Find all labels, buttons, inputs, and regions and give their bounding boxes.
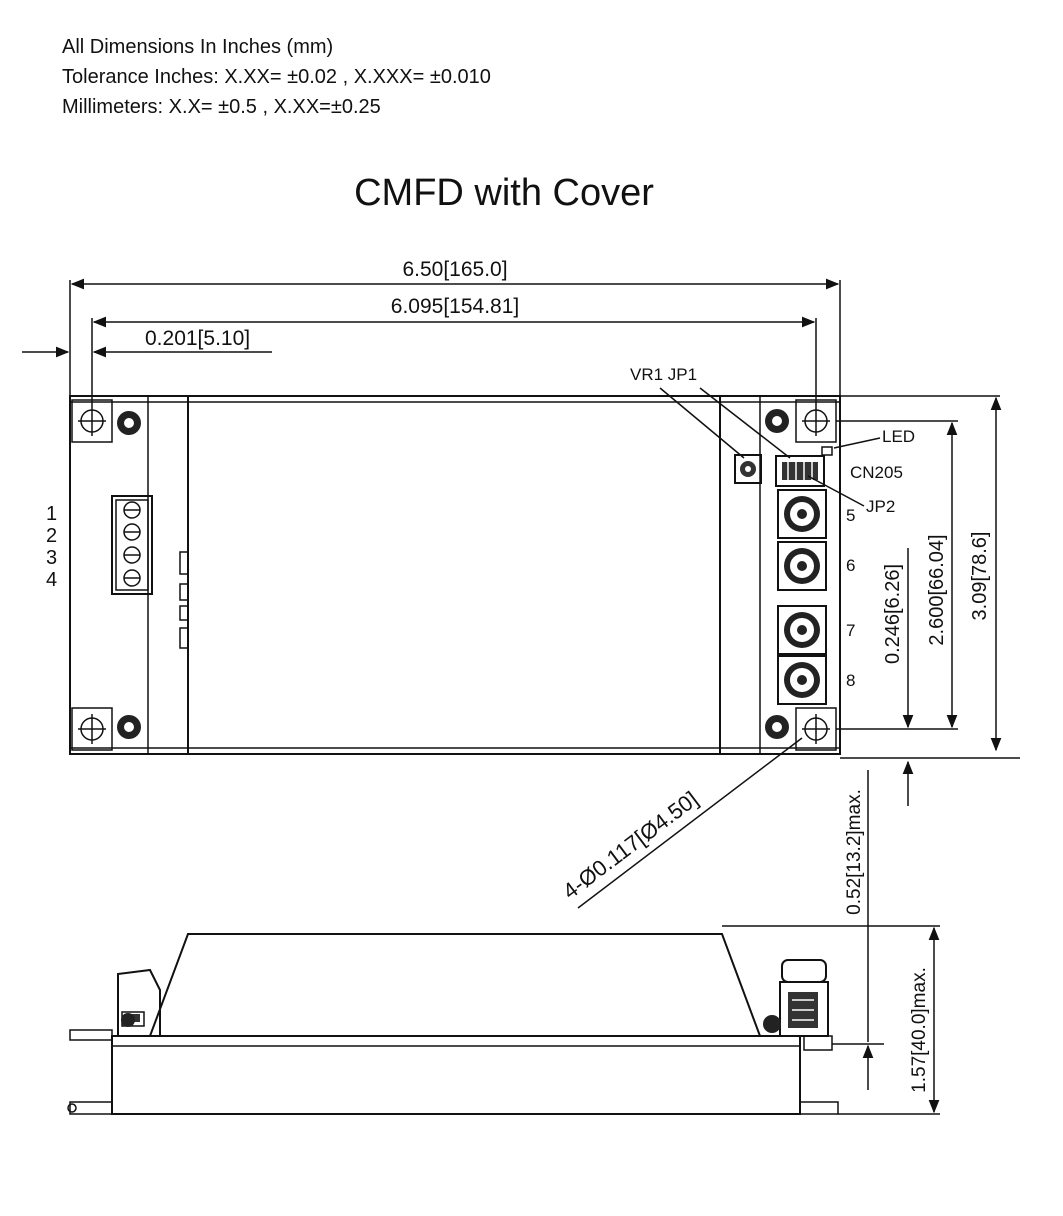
cover-lid: [187, 395, 721, 755]
screw-top-left: [117, 411, 141, 435]
cover-tab: [179, 583, 189, 601]
dim-overall-height: 3.09[78.6]: [969, 532, 991, 621]
cn205-connector: [775, 455, 825, 487]
mounting-flange-left: [69, 1029, 113, 1041]
note-units: All Dimensions In Inches (mm): [62, 36, 334, 58]
pin-label-right: 7: [846, 621, 855, 640]
note-tolerance-mm: Millimeters: X.X= ±0.5 , X.XX=±0.25: [62, 96, 381, 118]
pin-label-left: 3: [46, 547, 57, 569]
vr1-potentiometer: [734, 454, 762, 484]
leader-led: [833, 437, 881, 449]
mounting-hole-bottom-right: [795, 707, 837, 751]
side-screw: [121, 1013, 135, 1027]
dim-hole-diameter: 4-Ø0.117[Ø4.50]: [558, 786, 703, 904]
dim-connector-height: 0.52[13.2]max.: [844, 789, 865, 915]
flange-end: [67, 1103, 77, 1113]
label-vr1-jp1: VR1 JP1: [630, 365, 697, 384]
dim-overall-width: 6.50[165.0]: [402, 258, 507, 281]
top-view: 1 2 3 4 5 6 7 8 VR1 JP1 LED CN205 JP2 6.…: [22, 258, 1020, 909]
cover-tab: [179, 551, 189, 575]
screw-bottom-left: [117, 715, 141, 739]
screw-top-right: [765, 409, 789, 433]
pin-label-left: 2: [46, 525, 57, 547]
filter-body-outline: [69, 395, 841, 755]
mounting-hole-top-left: [71, 399, 113, 443]
label-cn205: CN205: [850, 463, 903, 482]
mounting-hole-bottom-left: [71, 707, 113, 751]
terminal-7: [777, 605, 827, 655]
dim-hole-spacing-width: 6.095[154.81]: [391, 295, 519, 318]
connector-side: [779, 959, 833, 1051]
dim-hole-to-edge: 0.246[6.26]: [882, 564, 904, 664]
pin-label-left: 1: [46, 503, 57, 525]
note-tolerance-inches: Tolerance Inches: X.XX= ±0.02 , X.XXX= ±…: [62, 66, 491, 88]
label-led: LED: [882, 427, 915, 446]
label-jp2: JP2: [866, 497, 895, 516]
mounting-hole-top-right: [795, 399, 837, 443]
mounting-flange-left: [69, 1101, 113, 1115]
dim-edge-to-hole: 0.201[5.10]: [145, 327, 250, 350]
drawing-title: CMFD with Cover: [354, 172, 654, 214]
side-cover-profile: [149, 933, 761, 1037]
dim-total-height: 1.57[40.0]max.: [909, 967, 930, 1093]
terminal-5: [777, 489, 827, 539]
terminal-block-left: [111, 495, 153, 595]
leader-vr1: [659, 387, 745, 459]
terminal-8: [777, 655, 827, 705]
led-indicator: [821, 446, 833, 456]
cover-tab: [179, 605, 189, 621]
mounting-flange-right: [799, 1101, 839, 1115]
leader-hole-diameter: [577, 737, 803, 909]
pin-label-right: 5: [846, 506, 855, 525]
dimension-notes: All Dimensions In Inches (mm) Tolerance …: [62, 32, 491, 122]
terminal-6: [777, 541, 827, 591]
pin-label-left: 4: [46, 569, 57, 591]
side-screw: [763, 1015, 781, 1033]
cover-tab: [179, 627, 189, 649]
dim-hole-spacing-height: 2.600[66.04]: [926, 534, 948, 645]
side-view: 0.52[13.2]max. 1.57[40.0]max.: [67, 770, 940, 1115]
leader-jp2: [807, 475, 865, 507]
pin-label-right: 8: [846, 671, 855, 690]
pin-label-right: 6: [846, 556, 855, 575]
leader-jp1: [699, 387, 791, 459]
side-base-plate: [111, 1035, 801, 1115]
screw-bottom-right: [765, 715, 789, 739]
